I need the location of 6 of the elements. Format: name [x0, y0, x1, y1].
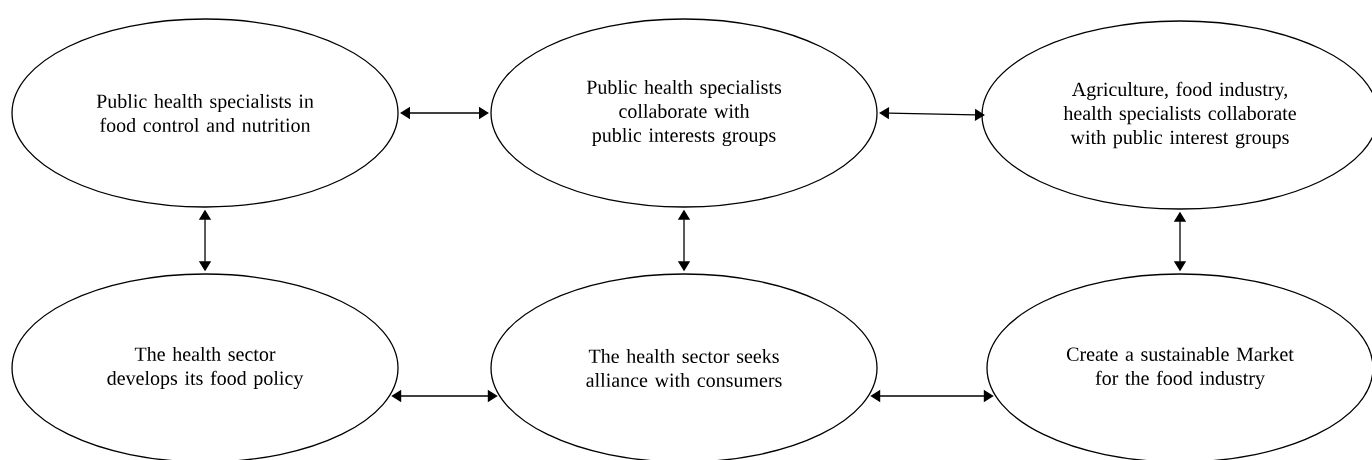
- arrow: [391, 389, 498, 403]
- ellipse-node: Public health specialists collaborate with public interests groups: [490, 18, 878, 208]
- arrow: [879, 107, 985, 121]
- arrow: [400, 106, 489, 120]
- ellipse-node: Public health specialists in food control and nutrition: [11, 18, 399, 208]
- arrow: [870, 389, 994, 403]
